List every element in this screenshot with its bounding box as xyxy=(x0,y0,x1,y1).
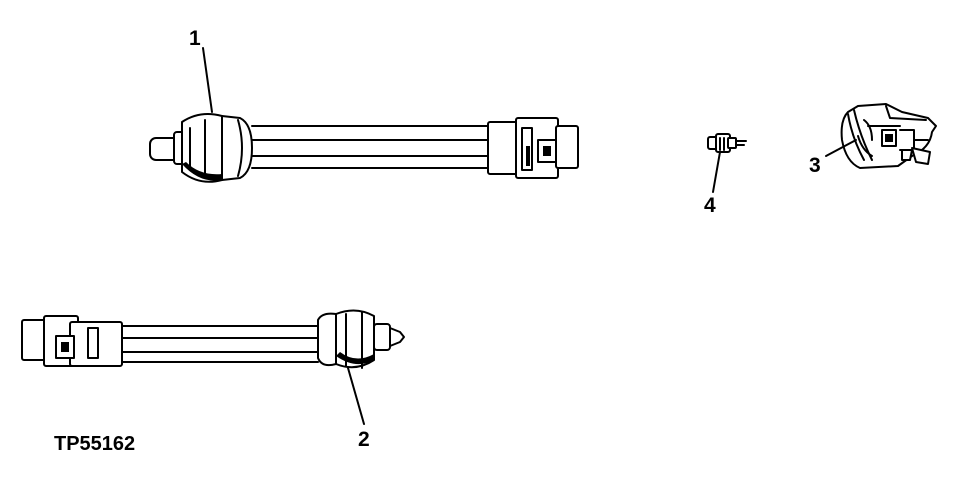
callout-2: 2 xyxy=(358,428,370,451)
part-4-small-sensor: 4 xyxy=(704,133,747,217)
callout-3: 3 xyxy=(809,154,821,177)
callout-1: 1 xyxy=(189,27,201,50)
part-2-pressure-switch: 2 xyxy=(21,309,405,451)
part-1-pressure-switch: 1 xyxy=(149,27,579,183)
figure-id-label: TP55162 xyxy=(54,433,135,455)
callout-4: 4 xyxy=(704,194,716,217)
part-3-connector: 3 xyxy=(809,103,937,177)
